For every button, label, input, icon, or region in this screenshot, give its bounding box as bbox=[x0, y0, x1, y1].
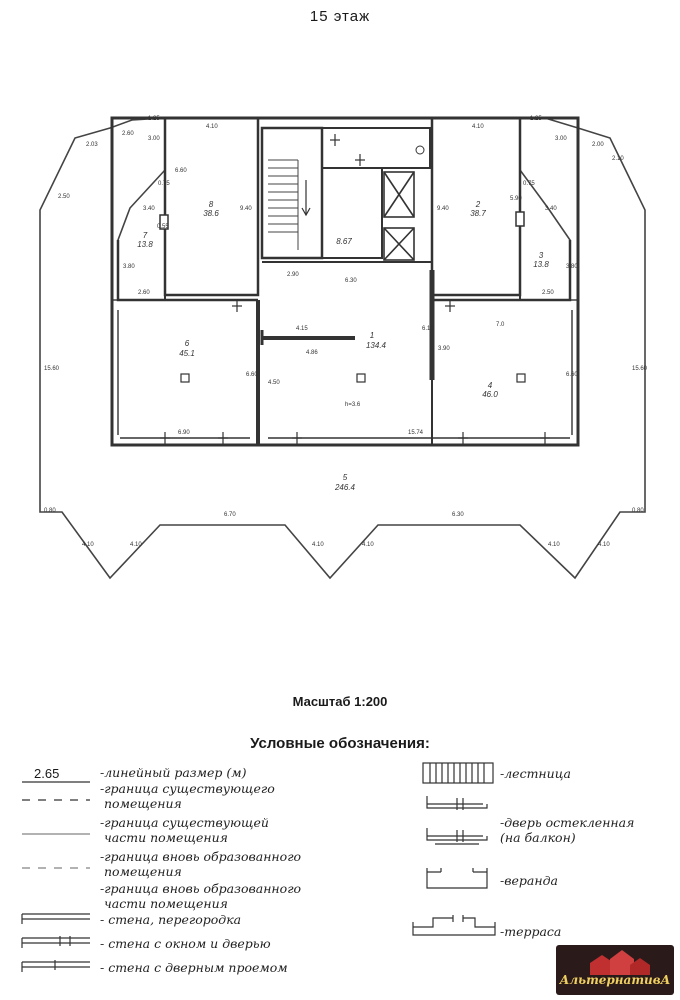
dim: 4.86 bbox=[306, 350, 318, 356]
dim: 4.10 bbox=[82, 542, 94, 548]
room-number: 3 bbox=[539, 251, 544, 260]
dim: 15.60 bbox=[44, 366, 60, 372]
dim: 2.60 bbox=[138, 290, 150, 296]
legend-existing-part-2: части помещения bbox=[104, 830, 228, 845]
dim: 15.60 bbox=[632, 366, 648, 372]
dim: 2.50 bbox=[542, 290, 554, 296]
dim: 6.30 bbox=[452, 512, 464, 518]
dim: 4.10 bbox=[130, 542, 142, 548]
dim: 4.50 bbox=[268, 380, 280, 386]
room-area: 38.6 bbox=[203, 209, 219, 218]
dim: h=3.6 bbox=[345, 402, 361, 408]
dim: 0.55 bbox=[157, 224, 169, 230]
dim: 5.90 bbox=[510, 196, 522, 202]
floor-plan: 1.25 4.10 4.10 1.25 2.03 2.00 2.50 2.60 … bbox=[39, 116, 648, 580]
elevator-1 bbox=[383, 171, 415, 218]
legend-symbols bbox=[412, 762, 496, 936]
dim: 3.80 bbox=[123, 264, 135, 270]
logo-text: АльтернативА bbox=[559, 973, 671, 987]
legend-wall-doorway: - стена с дверным проемом bbox=[100, 960, 288, 975]
dim: 2.50 bbox=[58, 194, 70, 200]
legend-new-border-2: помещения bbox=[104, 864, 182, 879]
dim: 2.90 bbox=[287, 272, 299, 278]
dim: 0.75 bbox=[523, 181, 535, 187]
building-outline bbox=[110, 116, 580, 447]
room-area: 45.1 bbox=[179, 349, 195, 358]
dim: 6.13 bbox=[422, 326, 434, 332]
room-number: 7 bbox=[143, 231, 148, 240]
terrace-outline bbox=[39, 117, 646, 580]
legend-title: Условные обозначения: bbox=[250, 735, 430, 752]
dim: 4.10 bbox=[312, 542, 324, 548]
room-number: 5 bbox=[343, 473, 348, 482]
legend-wall-window-door: - стена с окном и дверью bbox=[100, 936, 271, 951]
legend-veranda: -веранда bbox=[500, 873, 558, 888]
elevator-2 bbox=[383, 227, 415, 261]
room-number: 8 bbox=[209, 200, 214, 209]
dim: 3.00 bbox=[555, 136, 567, 142]
legend-existing-border: -граница существующего bbox=[100, 781, 275, 796]
legend-sample-number: 2.65 bbox=[34, 766, 60, 781]
dim: 3.00 bbox=[148, 136, 160, 142]
dim: 4.10 bbox=[472, 124, 484, 130]
dim: 6.90 bbox=[178, 430, 190, 436]
dim: 1.25 bbox=[530, 116, 542, 122]
legend-glazed-door-2: (на балкон) bbox=[500, 830, 576, 845]
dim: 2.03 bbox=[86, 142, 98, 148]
dim: 0.80 bbox=[44, 508, 56, 514]
legend-new-border: -граница вновь образованного bbox=[100, 849, 302, 864]
dim: 7.0 bbox=[496, 322, 505, 328]
dim: 6.30 bbox=[345, 278, 357, 284]
dim: 2.00 bbox=[592, 142, 604, 148]
room-area: 134.4 bbox=[366, 341, 387, 350]
dim: 9.40 bbox=[437, 206, 449, 212]
room-number: 6 bbox=[185, 339, 190, 348]
dim: 6.60 bbox=[175, 168, 187, 174]
dim: 4.10 bbox=[598, 542, 610, 548]
dim: 0.80 bbox=[632, 508, 644, 514]
legend-linear-size: -линейный размер (м) bbox=[100, 765, 247, 780]
room-area: 246.4 bbox=[334, 483, 356, 492]
dim: 4.10 bbox=[362, 542, 374, 548]
dim: 15.74 bbox=[408, 430, 424, 436]
legend-new-part: -граница вновь образованного bbox=[100, 881, 302, 896]
room-area: 38.7 bbox=[470, 209, 486, 218]
room-area: 46.0 bbox=[482, 390, 498, 399]
scale-label: Масштаб 1:200 bbox=[292, 694, 388, 709]
agency-logo: АльтернативА bbox=[556, 945, 674, 995]
legend-stairs: -лестница bbox=[500, 766, 571, 781]
dim: 4.15 bbox=[296, 326, 308, 332]
floor-title: 15 этаж bbox=[309, 8, 371, 25]
dim: 6.60 bbox=[246, 372, 258, 378]
dim: 0.75 bbox=[158, 181, 170, 187]
dim: 4.10 bbox=[206, 124, 218, 130]
dim: 3.40 bbox=[545, 206, 557, 212]
dim: 3.90 bbox=[438, 346, 450, 352]
dim: 9.40 bbox=[240, 206, 252, 212]
legend-glazed-door: -дверь остекленная bbox=[500, 815, 635, 830]
dim: 6.60 bbox=[566, 372, 578, 378]
room-area: 13.8 bbox=[533, 260, 549, 269]
dim: 3.80 bbox=[566, 264, 578, 270]
legend-new-part-2: части помещения bbox=[104, 896, 228, 911]
legend-existing-part: -граница существующей bbox=[100, 815, 269, 830]
room-area: 13.8 bbox=[137, 240, 153, 249]
room-area: 8.67 bbox=[336, 237, 352, 246]
room-number: 1 bbox=[370, 331, 374, 340]
legend-wall: - стена, перегородка bbox=[100, 912, 242, 927]
room-number: 4 bbox=[488, 381, 493, 390]
legend-existing-border-2: помещения bbox=[104, 796, 182, 811]
dim: 2.60 bbox=[122, 131, 134, 137]
legend-terrace: -терраса bbox=[500, 924, 562, 939]
dim: 3.40 bbox=[143, 206, 155, 212]
room-number: 2 bbox=[475, 200, 481, 209]
dim: 6.70 bbox=[224, 512, 236, 518]
dim: 2.10 bbox=[612, 156, 624, 162]
house-logo-icon bbox=[590, 950, 650, 975]
dim: 1.25 bbox=[148, 116, 160, 122]
dim: 4.10 bbox=[548, 542, 560, 548]
legend-line-samples bbox=[21, 781, 90, 972]
